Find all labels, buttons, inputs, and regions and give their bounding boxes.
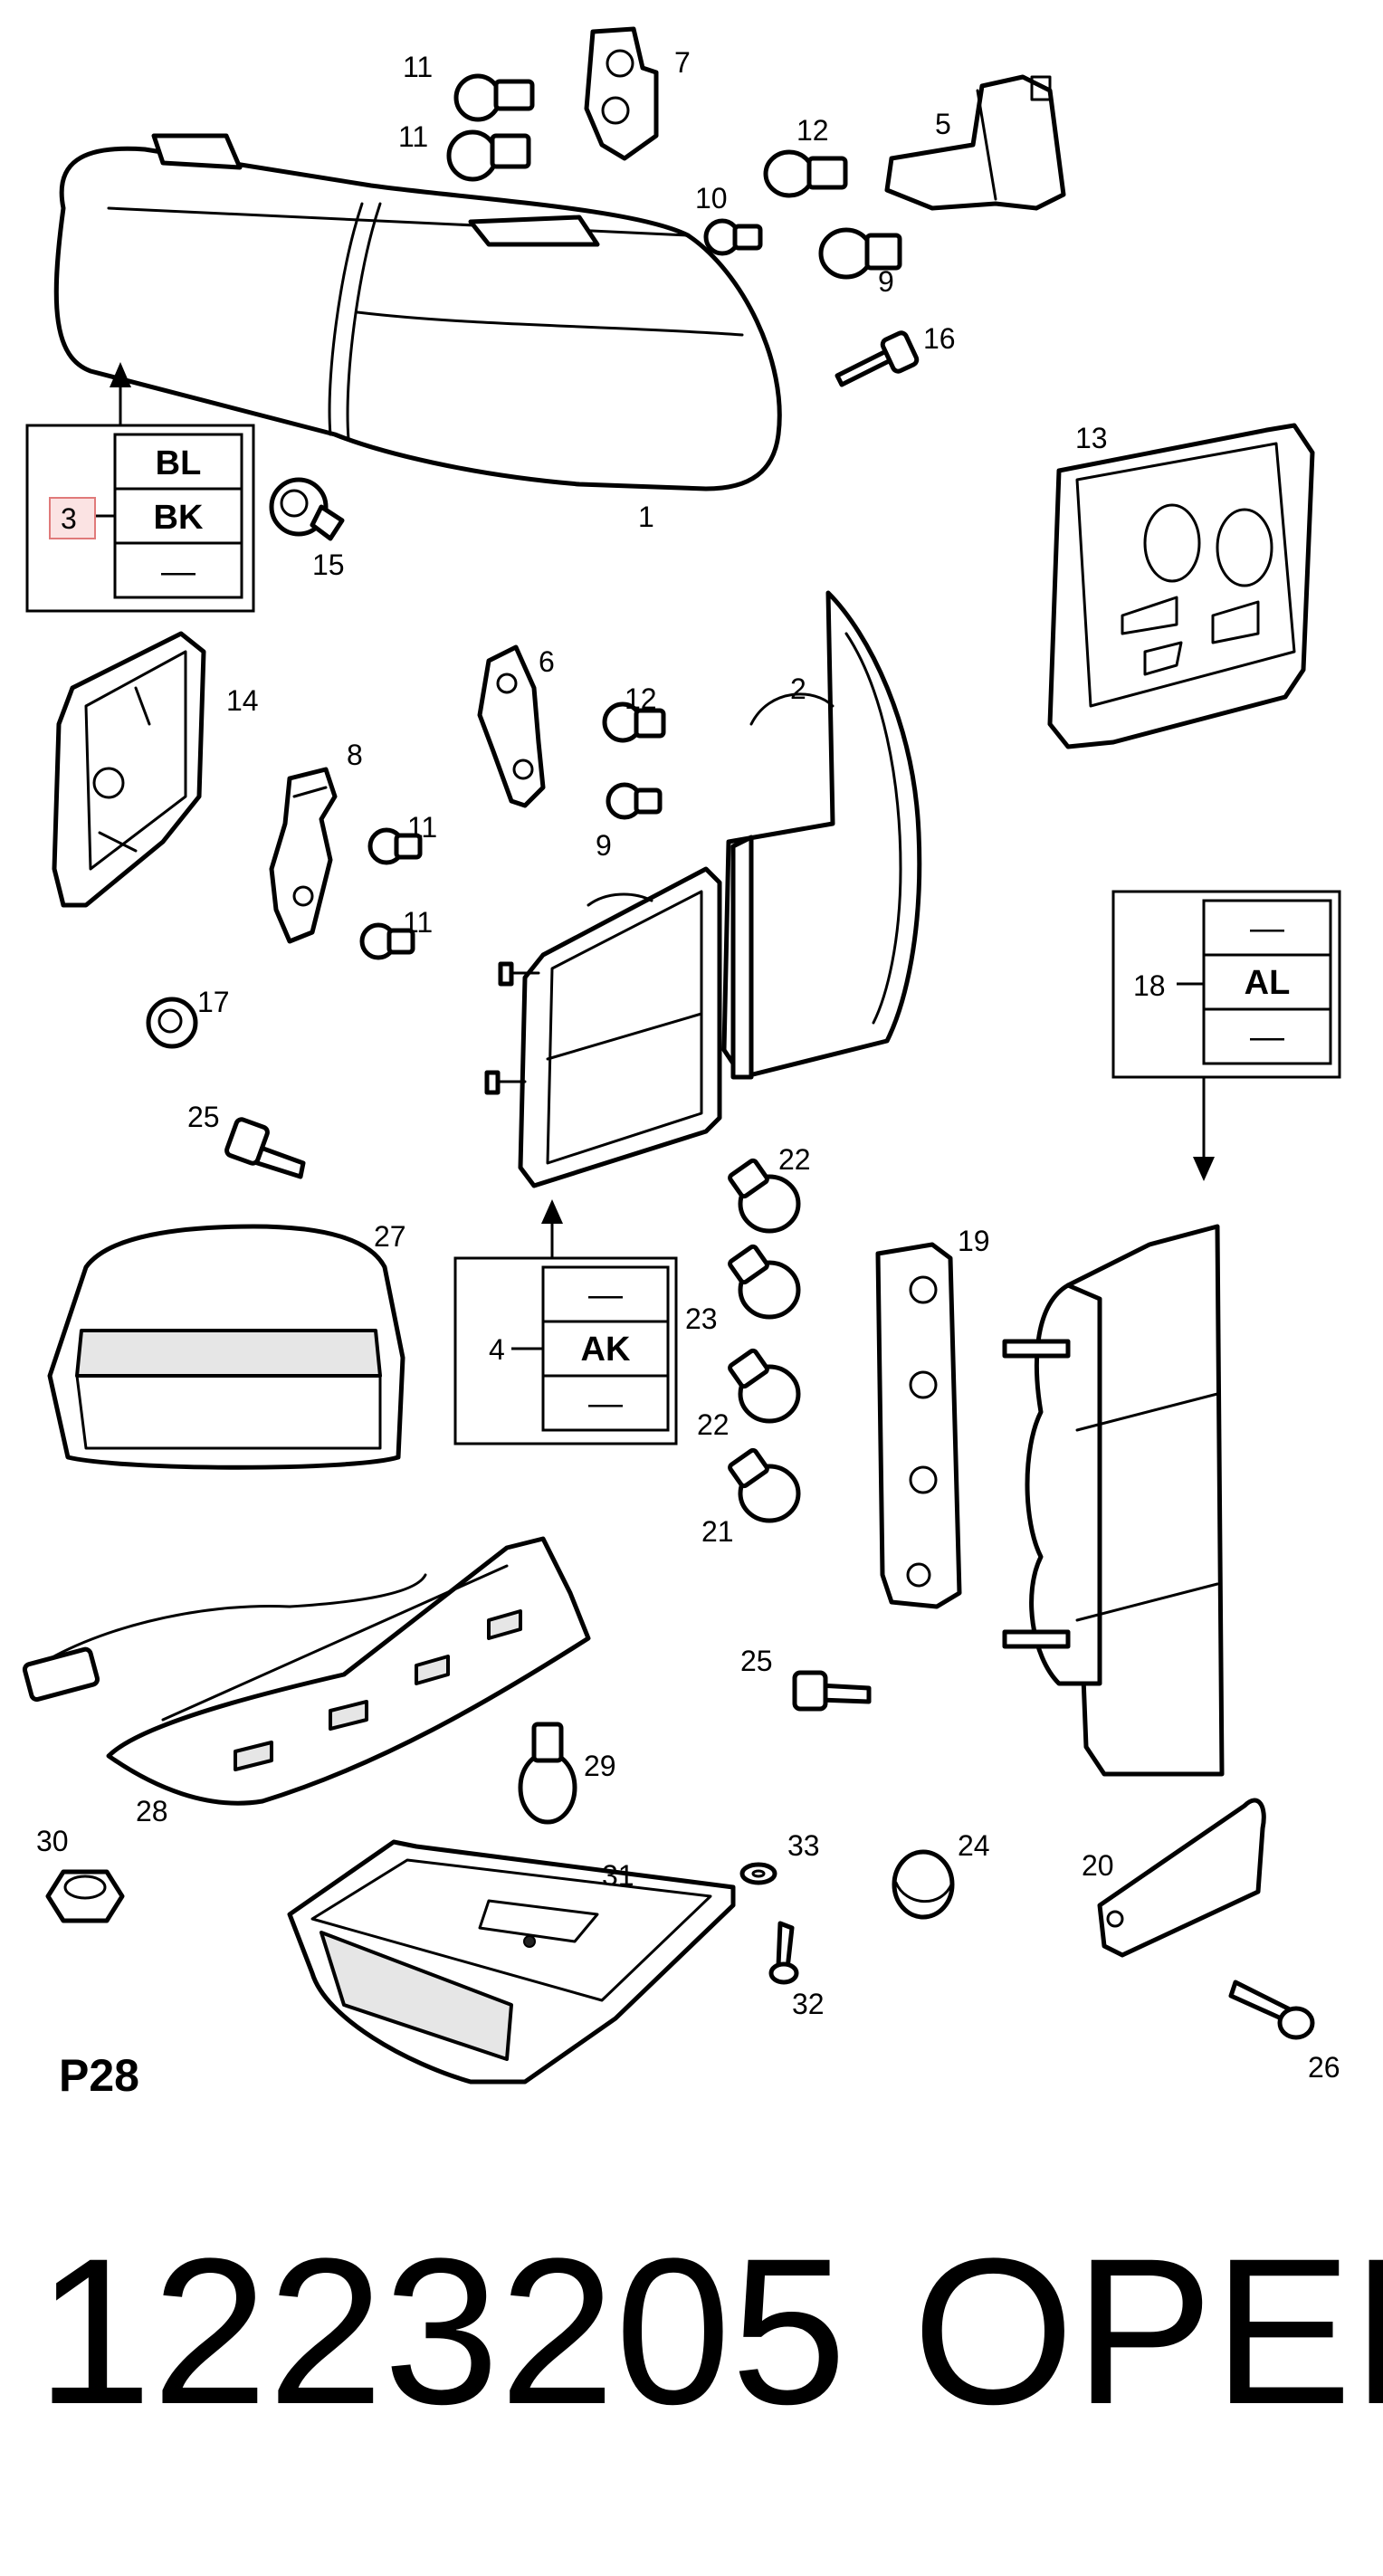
part-10-bulb [703,218,763,256]
part-17-nut [146,997,198,1049]
callout-20: 20 [1082,1849,1114,1882]
part-14-carrier [52,631,206,908]
part-19-bulb-holder [875,1242,962,1609]
callout-33: 33 [787,1829,820,1862]
part-32-screw [768,1921,799,1985]
page-code: P28 [59,2050,139,2101]
box4-code-1: — [588,1276,623,1314]
callout-15: 15 [312,549,345,581]
callout-16: 16 [923,322,956,355]
part-15-clip [269,477,345,541]
part-12-bulb-b [602,701,666,743]
callout-13: 13 [1075,422,1108,454]
part-5-bracket [884,74,1066,211]
callout-10: 10 [695,182,728,215]
callout-1: 1 [638,501,654,533]
callout-30: 30 [36,1825,69,1857]
callout-11c: 11 [407,811,437,844]
callout-18: 18 [1133,969,1166,1002]
part-9-bulb-a [818,227,902,280]
part-20-cover [1097,1798,1266,1958]
callout-21: 21 [701,1515,734,1548]
callout-22b: 22 [697,1408,730,1441]
part-2-lamp [721,590,922,1080]
callout-22a: 22 [778,1143,811,1176]
callout-23: 23 [685,1302,718,1335]
part-25-screw-b [792,1670,872,1712]
box18-code-3: — [1250,1018,1284,1056]
part-31-lamp-lens [287,1839,736,2085]
box18-code-1: — [1250,910,1284,948]
part-7-bracket [584,26,659,161]
callout-5: 5 [935,108,951,140]
part-22-bulb-a [728,1158,801,1234]
callout-19: 19 [958,1225,990,1257]
callout-11a: 11 [403,51,433,83]
callout-28: 28 [136,1795,168,1827]
part-33-washer [739,1862,777,1885]
variant-box-18 [1111,890,1341,1181]
box3-code-3: — [161,553,196,591]
part-6-bracket [477,644,546,808]
callout-25b: 25 [740,1645,773,1677]
part-21-bulb [728,1447,801,1523]
box3-code-1: BL [156,444,202,482]
callout-29: 29 [584,1750,616,1782]
part-24-cap [892,1849,955,1920]
callout-3-highlight [49,497,96,539]
footer-part-number: 1223205 [36,2215,846,2447]
callout-7: 7 [674,46,691,79]
footer-brand: OPEL [912,2215,1383,2447]
part-23-bulb [728,1244,801,1320]
part-9-bulb-b [606,782,663,820]
box4-code-2: AK [581,1331,631,1369]
variant-box-3 [25,362,255,613]
part-18-lamp [1002,1224,1225,1777]
callout-26: 26 [1308,2051,1340,2084]
callout-9a: 9 [878,265,894,298]
callout-9b: 9 [596,829,612,862]
callout-12b: 12 [625,682,657,715]
callout-11d: 11 [403,906,433,939]
part-13-bulb-carrier [1047,423,1315,749]
box3-code-2: BK [154,499,204,537]
callout-25a: 25 [187,1101,220,1133]
part-29-bulb [518,1722,577,1825]
part-11-bulb-c [367,827,423,865]
callout-2: 2 [790,673,806,705]
part-25-screw-a [224,1117,306,1179]
callout-6: 6 [539,645,555,678]
callout-32: 32 [792,1988,825,2020]
part-4-lamp [484,866,722,1188]
callout-4: 4 [489,1333,505,1366]
part-30-nut [45,1869,125,1923]
part-11-bulb-b [446,129,531,182]
part-26-screw [1228,1980,1315,2040]
box18-code-2: AL [1245,964,1291,1002]
part-11-bulb-a [453,73,535,122]
part-8-holder [269,767,338,944]
part-11-bulb-d [359,922,415,960]
part-16-screw [835,330,920,387]
callout-12a: 12 [796,114,829,147]
callout-27: 27 [374,1220,406,1253]
callout-31: 31 [602,1859,634,1892]
part-27-brake-lamp [47,1224,405,1470]
callout-14: 14 [226,684,259,717]
callout-3: 3 [61,502,77,535]
callout-11b: 11 [398,120,428,153]
part-12-bulb-a [763,149,848,198]
callout-24: 24 [958,1829,990,1862]
part-1-tail-lamp [53,133,782,491]
variant-box-4 [453,1199,678,1445]
part-22-bulb-b [728,1348,801,1424]
callout-8: 8 [347,739,363,771]
part-28-housing [22,1536,591,1806]
box4-code-3: — [588,1385,623,1423]
callout-17: 17 [197,986,230,1018]
